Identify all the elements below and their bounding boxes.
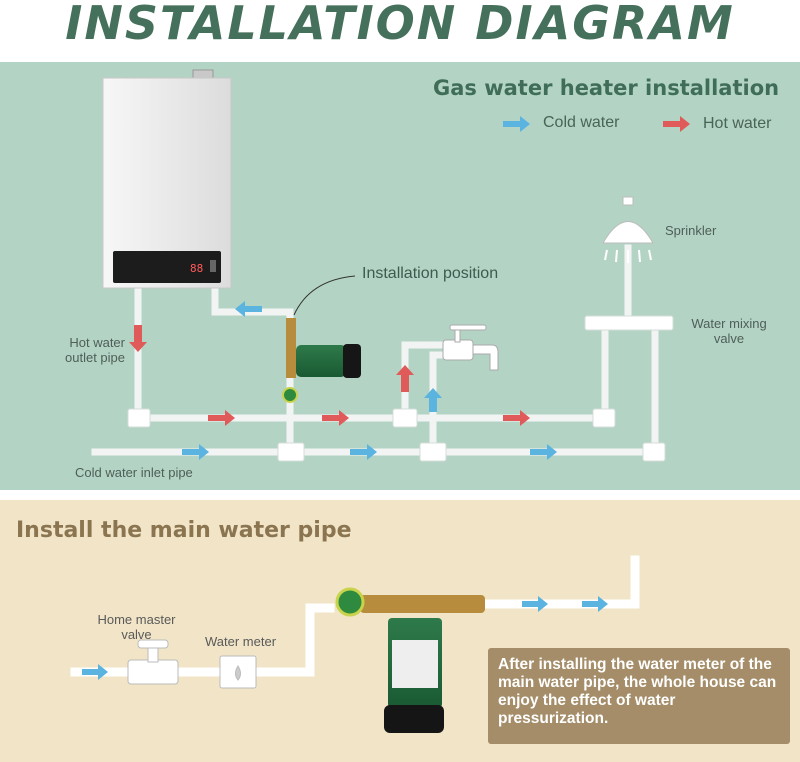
cold-flow-arrows <box>182 301 557 460</box>
booster-pump-bottom <box>335 587 485 733</box>
main-pipe-arrows <box>82 596 608 680</box>
water-meter-label: Water meter <box>205 634 277 649</box>
main-pipe-section-title: Install the main water pipe <box>16 518 352 543</box>
hot-water-outlet-label: Hot water outlet pipe <box>65 335 125 365</box>
hot-water-legend: Hot water <box>703 115 772 132</box>
callout-line <box>293 275 356 316</box>
sprinkler-head <box>602 196 654 263</box>
installation-position-label: Installation position <box>362 265 499 282</box>
faucet <box>442 324 499 371</box>
page-title: INSTALLATION DIAGRAM <box>65 0 735 50</box>
sprinkler-label: Sprinkler <box>665 223 717 238</box>
heater-display: 88 <box>190 262 203 275</box>
legend-arrows <box>503 116 690 132</box>
water-meter-device <box>219 655 257 689</box>
cold-legend-arrow <box>503 116 530 132</box>
cold-water-legend: Cold water <box>543 114 620 131</box>
hot-legend-arrow <box>663 116 690 132</box>
cold-water-inlet-label: Cold water inlet pipe <box>75 465 193 480</box>
hot-flow-arrows <box>129 325 530 426</box>
master-valve <box>127 639 179 685</box>
booster-pump-top <box>282 318 361 403</box>
home-master-valve-label: Home master valve <box>97 612 176 642</box>
installation-note: After installing the water meter of the … <box>488 648 790 744</box>
pipe-fittings <box>127 315 674 462</box>
gas-heater-section-title: Gas water heater installation <box>433 76 780 100</box>
water-mixing-valve-label: Water mixing valve <box>691 316 767 346</box>
gas-water-heater: 88 <box>102 69 232 289</box>
